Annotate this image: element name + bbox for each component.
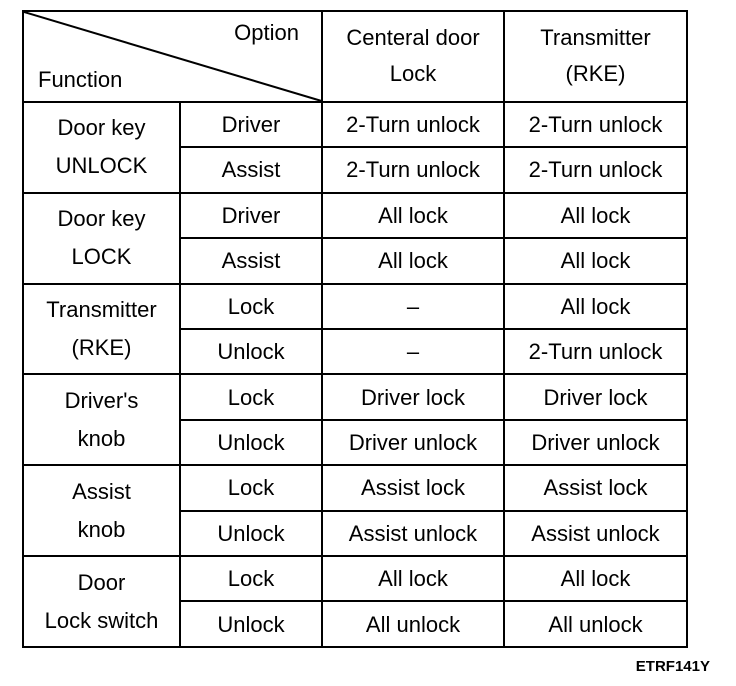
- transmitter-rke-cell: All lock: [503, 191, 688, 240]
- sub-function-cell: Lock: [179, 282, 323, 330]
- diagonal-divider: [24, 12, 321, 101]
- function-label-line: Assist: [72, 478, 131, 504]
- function-label-line: Door key: [57, 206, 146, 232]
- transmitter-rke-cell: Driver lock: [503, 373, 688, 421]
- function-label-line: Driver's: [64, 387, 139, 413]
- corner-header-cell: Option Function: [22, 10, 323, 103]
- central-door-lock-cell: Assist unlock: [321, 509, 505, 558]
- sub-function-cell: Assist: [179, 146, 323, 194]
- sub-function-cell: Unlock: [179, 418, 323, 467]
- header-central-line2: Lock: [389, 61, 437, 87]
- sub-function-cell: Unlock: [179, 327, 323, 376]
- corner-function-label: Function: [38, 66, 123, 92]
- sub-function-cell: Unlock: [179, 600, 323, 648]
- transmitter-rke-cell: Assist lock: [503, 464, 688, 512]
- central-door-lock-cell: Driver unlock: [321, 418, 505, 467]
- transmitter-rke-cell: All unlock: [503, 600, 688, 648]
- function-label-line: UNLOCK: [55, 153, 148, 179]
- sub-function-cell: Lock: [179, 555, 323, 603]
- sub-function-cell: Driver: [179, 191, 323, 240]
- central-door-lock-cell: Driver lock: [321, 373, 505, 421]
- transmitter-rke-cell: 2-Turn unlock: [503, 327, 688, 376]
- corner-option-label: Option: [234, 20, 299, 45]
- transmitter-rke-cell: Assist unlock: [503, 509, 688, 558]
- transmitter-rke-cell: 2-Turn unlock: [503, 100, 688, 149]
- function-label-line: knob: [77, 516, 126, 542]
- function-label-line: knob: [77, 425, 126, 451]
- transmitter-rke-cell: Driver unlock: [503, 418, 688, 467]
- sub-function-cell: Unlock: [179, 509, 323, 558]
- header-central-line1: Centeral door: [346, 25, 480, 51]
- transmitter-rke-cell: All lock: [503, 237, 688, 285]
- header-rke-line2: (RKE): [565, 61, 626, 87]
- central-door-lock-cell: –: [321, 327, 505, 376]
- function-option-table: Option Function Centeral door Lock Trans…: [22, 10, 688, 648]
- sub-function-cell: Assist: [179, 237, 323, 285]
- central-door-lock-cell: All lock: [321, 237, 505, 285]
- header-central-door-lock: Centeral door Lock: [321, 10, 505, 103]
- header-rke-line1: Transmitter: [540, 25, 651, 51]
- sub-function-cell: Lock: [179, 373, 323, 421]
- central-door-lock-cell: 2-Turn unlock: [321, 146, 505, 194]
- central-door-lock-cell: All unlock: [321, 600, 505, 648]
- header-transmitter-rke: Transmitter (RKE): [503, 10, 688, 103]
- sub-function-cell: Lock: [179, 464, 323, 512]
- transmitter-rke-cell: All lock: [503, 282, 688, 330]
- function-cell: Driver's knob: [22, 373, 181, 467]
- function-label-line: Door key: [57, 115, 146, 141]
- function-label-line: Transmitter: [46, 296, 157, 322]
- function-label-line: LOCK: [71, 244, 132, 270]
- table-row: Unlock–2-Turn unlock: [23, 327, 688, 376]
- function-label-line: (RKE): [71, 334, 132, 360]
- table-row: Transmitter (RKE) Lock–All lock: [22, 282, 688, 376]
- transmitter-rke-cell: 2-Turn unlock: [503, 146, 688, 194]
- function-label-line: Lock switch: [44, 607, 159, 633]
- function-label-line: Door: [77, 569, 126, 595]
- transmitter-rke-cell: All lock: [503, 555, 688, 603]
- table: Option Function Centeral door Lock Trans…: [22, 10, 688, 648]
- sub-function-cell: Driver: [179, 100, 323, 149]
- central-door-lock-cell: –: [321, 282, 505, 330]
- header-row: Option Function Centeral door Lock Trans…: [22, 10, 688, 103]
- central-door-lock-cell: Assist lock: [321, 464, 505, 512]
- function-cell: Assist knob: [22, 464, 181, 558]
- function-cell: Transmitter (RKE): [22, 282, 181, 376]
- figure-code: ETRF141Y: [635, 658, 710, 675]
- central-door-lock-cell: All lock: [321, 555, 505, 603]
- central-door-lock-cell: 2-Turn unlock: [321, 100, 505, 149]
- central-door-lock-cell: All lock: [321, 191, 505, 240]
